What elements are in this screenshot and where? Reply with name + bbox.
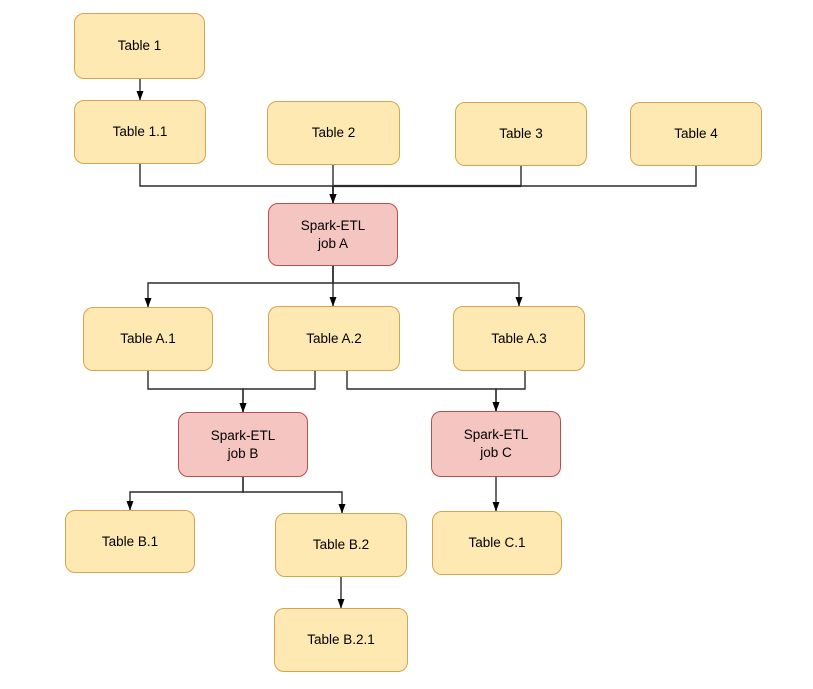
edge-table3-to-jobA	[329, 166, 522, 204]
edge-jobA-to-tableA3	[332, 266, 523, 307]
node-tableC1[interactable]: Table C.1	[432, 511, 562, 575]
node-label-jobA: Spark-ETL job A	[300, 217, 366, 251]
edge-table4-to-jobA	[329, 166, 697, 204]
node-label-table4: Table 4	[674, 126, 718, 142]
node-table1-1[interactable]: Table 1.1	[74, 100, 206, 164]
node-label-table3: Table 3	[499, 126, 543, 142]
node-tableB21[interactable]: Table B.2.1	[274, 608, 408, 672]
edge-tableA1-to-jobB	[147, 371, 247, 413]
node-table3[interactable]: Table 3	[455, 102, 587, 166]
node-tableA1[interactable]: Table A.1	[83, 307, 213, 371]
edge-tableA3-to-jobC	[492, 371, 526, 412]
node-label-tableB1: Table B.1	[101, 533, 159, 549]
node-table4[interactable]: Table 4	[630, 102, 762, 166]
node-table2[interactable]: Table 2	[267, 101, 400, 165]
node-label-table2: Table 2	[311, 125, 356, 141]
edge-tableA2-to-jobB	[239, 371, 316, 413]
node-label-tableB21: Table B.2.1	[307, 632, 375, 648]
node-jobA[interactable]: Spark-ETL job A	[268, 203, 398, 266]
node-jobC[interactable]: Spark-ETL job C	[431, 411, 561, 477]
node-table1[interactable]: Table 1	[74, 13, 205, 79]
node-label-tableA3: Table A.3	[491, 330, 547, 346]
node-label-tableC1: Table C.1	[468, 535, 526, 551]
node-jobB[interactable]: Spark-ETL job B	[178, 412, 308, 477]
node-tableB2[interactable]: Table B.2	[275, 513, 407, 577]
node-label-tableA1: Table A.1	[120, 331, 176, 347]
edge-table1-1-to-jobA	[139, 164, 337, 204]
node-tableB1[interactable]: Table B.1	[65, 510, 195, 573]
node-label-table1-1: Table 1.1	[112, 124, 168, 140]
node-label-tableB2: Table B.2	[312, 537, 370, 553]
node-tableA2[interactable]: Table A.2	[268, 306, 400, 371]
node-label-jobB: Spark-ETL job B	[210, 427, 276, 461]
edge-jobB-to-tableB1	[126, 477, 244, 511]
node-label-jobC: Spark-ETL job C	[463, 427, 529, 460]
edge-jobA-to-tableA1	[144, 266, 334, 308]
edge-tableA2-to-jobC	[346, 371, 500, 412]
edge-jobB-to-tableB2	[242, 477, 346, 514]
node-tableA3[interactable]: Table A.3	[453, 306, 585, 371]
node-label-tableA2: Table A.2	[306, 330, 362, 346]
node-label-table1: Table 1	[117, 38, 162, 54]
